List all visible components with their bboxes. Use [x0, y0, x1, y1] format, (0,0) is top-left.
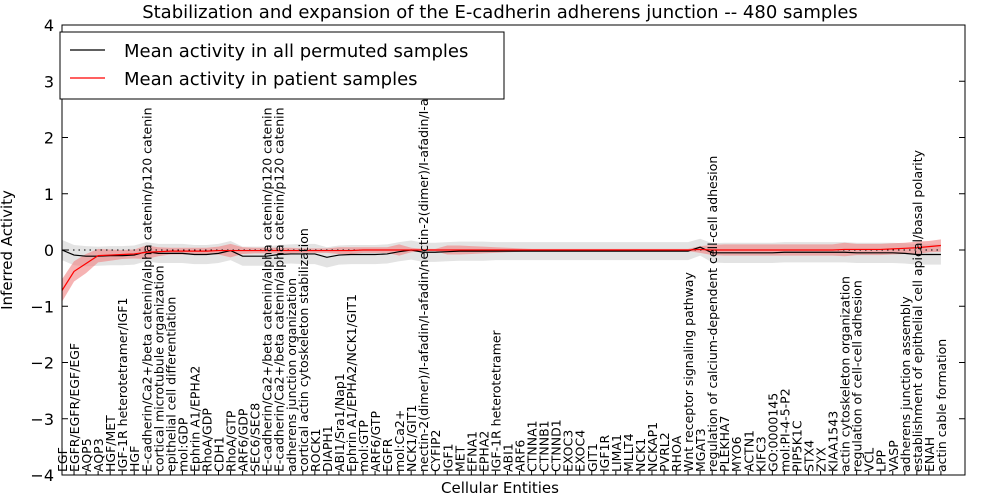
x-tick-label: HGF	[127, 446, 142, 472]
y-tick-label: 2	[44, 129, 54, 148]
x-tick-label: IGF1	[440, 443, 455, 472]
x-tick-label: Ephrin A1/EPHA2/NCK1/GIT1	[344, 294, 359, 472]
x-tick-label: ROCK1	[308, 429, 323, 472]
x-tick-label: ARF6/GDP	[236, 408, 251, 472]
x-tick-label: mol:GDP	[175, 417, 190, 472]
x-tick-label: MGAT3	[693, 428, 708, 472]
permuted-mean-line	[61, 246, 941, 258]
x-tick-labels: EGFEGFR/EGFR/EGF/EGFAQP5AQP3HGF/METIGF-1…	[55, 67, 949, 472]
x-tick-label: MLLT4	[621, 433, 636, 472]
x-tick-label: SEC6/SEC8	[248, 403, 263, 472]
x-tick-label: CTNND1	[549, 419, 564, 472]
x-tick-label: GO:0000145	[765, 393, 780, 472]
y-tick-label: 4	[44, 16, 54, 35]
x-tick-label: E-cadherin/Ca2+/beta catenin/alpha caten…	[260, 107, 275, 472]
x-tick-label: MYO6	[729, 436, 744, 472]
legend-box	[59, 31, 505, 100]
x-tick-label: CYFIP2	[428, 429, 443, 472]
x-tick-label: EPHA2	[476, 431, 491, 472]
x-tick-label: LPP	[874, 449, 889, 472]
x-tick-label: CTNNA1	[525, 420, 540, 472]
x-tick-label: adherens junction organization	[284, 278, 299, 472]
x-tick-label: adherens junction assembly	[898, 296, 913, 472]
y-tick-label: −3	[30, 410, 54, 429]
x-tick-label: ABI1	[500, 443, 515, 472]
x-tick-label: cortical actin cytoskeleton stabilizatio…	[296, 228, 311, 472]
x-tick-label: VCL	[862, 448, 877, 472]
x-tick-label: KIFC3	[753, 436, 768, 472]
x-tick-label: cortical microtubule organization	[151, 265, 166, 472]
y-tick-label: −1	[30, 297, 54, 316]
x-tick-label: epithelial cell differentiation	[163, 297, 178, 472]
patient-band	[62, 239, 941, 302]
x-tick-label: DIAPH1	[320, 425, 335, 472]
x-tick-label: ABI1/Sra1/Nap1	[332, 373, 347, 472]
x-tick-label: NCK1	[633, 438, 648, 472]
x-tick-label: mol:GTP	[356, 420, 371, 472]
y-axis-label: Inferred Activity	[0, 190, 16, 310]
x-tick-label: VASP	[886, 440, 901, 472]
x-tick-label: LIMA1	[609, 434, 624, 472]
x-tick-label: MET	[452, 445, 467, 472]
x-tick-label: NCK1/GIT1	[404, 405, 419, 472]
patient-mean-line	[61, 244, 941, 291]
x-tick-label: IGF1R	[597, 434, 612, 472]
x-tick-label: CDH1	[212, 436, 227, 472]
x-tick-label: nectin-2(dimer)/I-afadin/I-afadin/nectin…	[416, 67, 431, 472]
x-tick-label: AQP3	[91, 438, 106, 472]
x-tick-label: mol:Ca2+	[392, 410, 407, 472]
x-tick-label: EXOC3	[561, 430, 576, 472]
x-tick-label: E-cadherin/Ca2+/beta catenin/alpha caten…	[139, 107, 154, 472]
axes: −4 −3 −2 −1 0 1 2 3 4	[30, 16, 966, 485]
x-tick-label: EFNA1	[464, 431, 479, 472]
y-tick-label: 1	[44, 185, 54, 204]
x-tick-label: ARF6/GTP	[368, 411, 383, 472]
x-tick-label: PVRL2	[657, 432, 672, 472]
x-tick-label: ACTN1	[741, 430, 756, 472]
x-tick-label: CTNNB1	[537, 420, 552, 472]
y-tick-label: −4	[30, 466, 54, 485]
chart-title: Stabilization and expansion of the E-cad…	[142, 2, 858, 23]
x-tick-label: ARF6	[513, 440, 528, 472]
x-tick-label: HGF/MET	[103, 415, 118, 472]
x-tick-label: PLEKHA7	[717, 415, 732, 472]
x-axis-label: Cellular Entities	[441, 479, 559, 497]
x-tick-label: RhoA/GDP	[199, 408, 214, 472]
x-tick-label: PIP5K1C	[789, 420, 804, 472]
y-tick-label: 0	[44, 241, 54, 260]
x-tick-label: EGFR	[380, 438, 395, 472]
x-tick-label: establishment of epithelial cell apical/…	[910, 149, 925, 472]
x-tick-label: E-cadherin/Ca2+/beta catenin/alpha caten…	[272, 107, 287, 472]
legend: Mean activity in all permuted samples Me…	[59, 31, 505, 100]
x-tick-label: Wnt receptor signaling pathway	[681, 272, 696, 472]
x-tick-label: NCKAP1	[645, 422, 660, 472]
x-tick-label: GIT1	[585, 443, 600, 472]
y-tick-label: −2	[30, 354, 54, 373]
confidence-bands	[62, 238, 941, 302]
x-tick-label: mol:PI-4-5-P2	[777, 388, 792, 472]
x-tick-label: RhoA/GTP	[224, 410, 239, 472]
legend-label-permuted: Mean activity in all permuted samples	[124, 41, 468, 62]
x-tick-label: STX4	[801, 440, 816, 472]
series-lines	[61, 244, 941, 291]
x-tick-label: actin cytoskeleton organization	[838, 276, 853, 472]
x-tick-label: regulation of calcium-dependent cell-cel…	[705, 156, 720, 472]
x-tick-label: RHOA	[669, 435, 684, 472]
x-tick-label: IGF-1R heterotetramer	[488, 329, 503, 472]
y-tick-label: 3	[44, 72, 54, 91]
x-tick-label: Ephrin A1/EPHA2	[187, 366, 202, 472]
x-tick-label: EGFR/EGFR/EGF/EGF	[67, 343, 82, 472]
x-tick-label: actin cable formation	[934, 339, 949, 472]
x-tick-label: ZYX	[814, 447, 829, 472]
x-tick-label: regulation of cell-cell adhesion	[850, 280, 865, 472]
x-tick-label: EXOC4	[573, 430, 588, 472]
x-tick-label: ENAH	[922, 437, 937, 472]
x-tick-label: AQP5	[79, 438, 94, 472]
x-tick-label: IGF-1R heterotetramer/IGF1	[115, 298, 130, 472]
legend-label-patient: Mean activity in patient samples	[124, 69, 418, 90]
x-tick-label: KIAA1543	[826, 411, 841, 472]
